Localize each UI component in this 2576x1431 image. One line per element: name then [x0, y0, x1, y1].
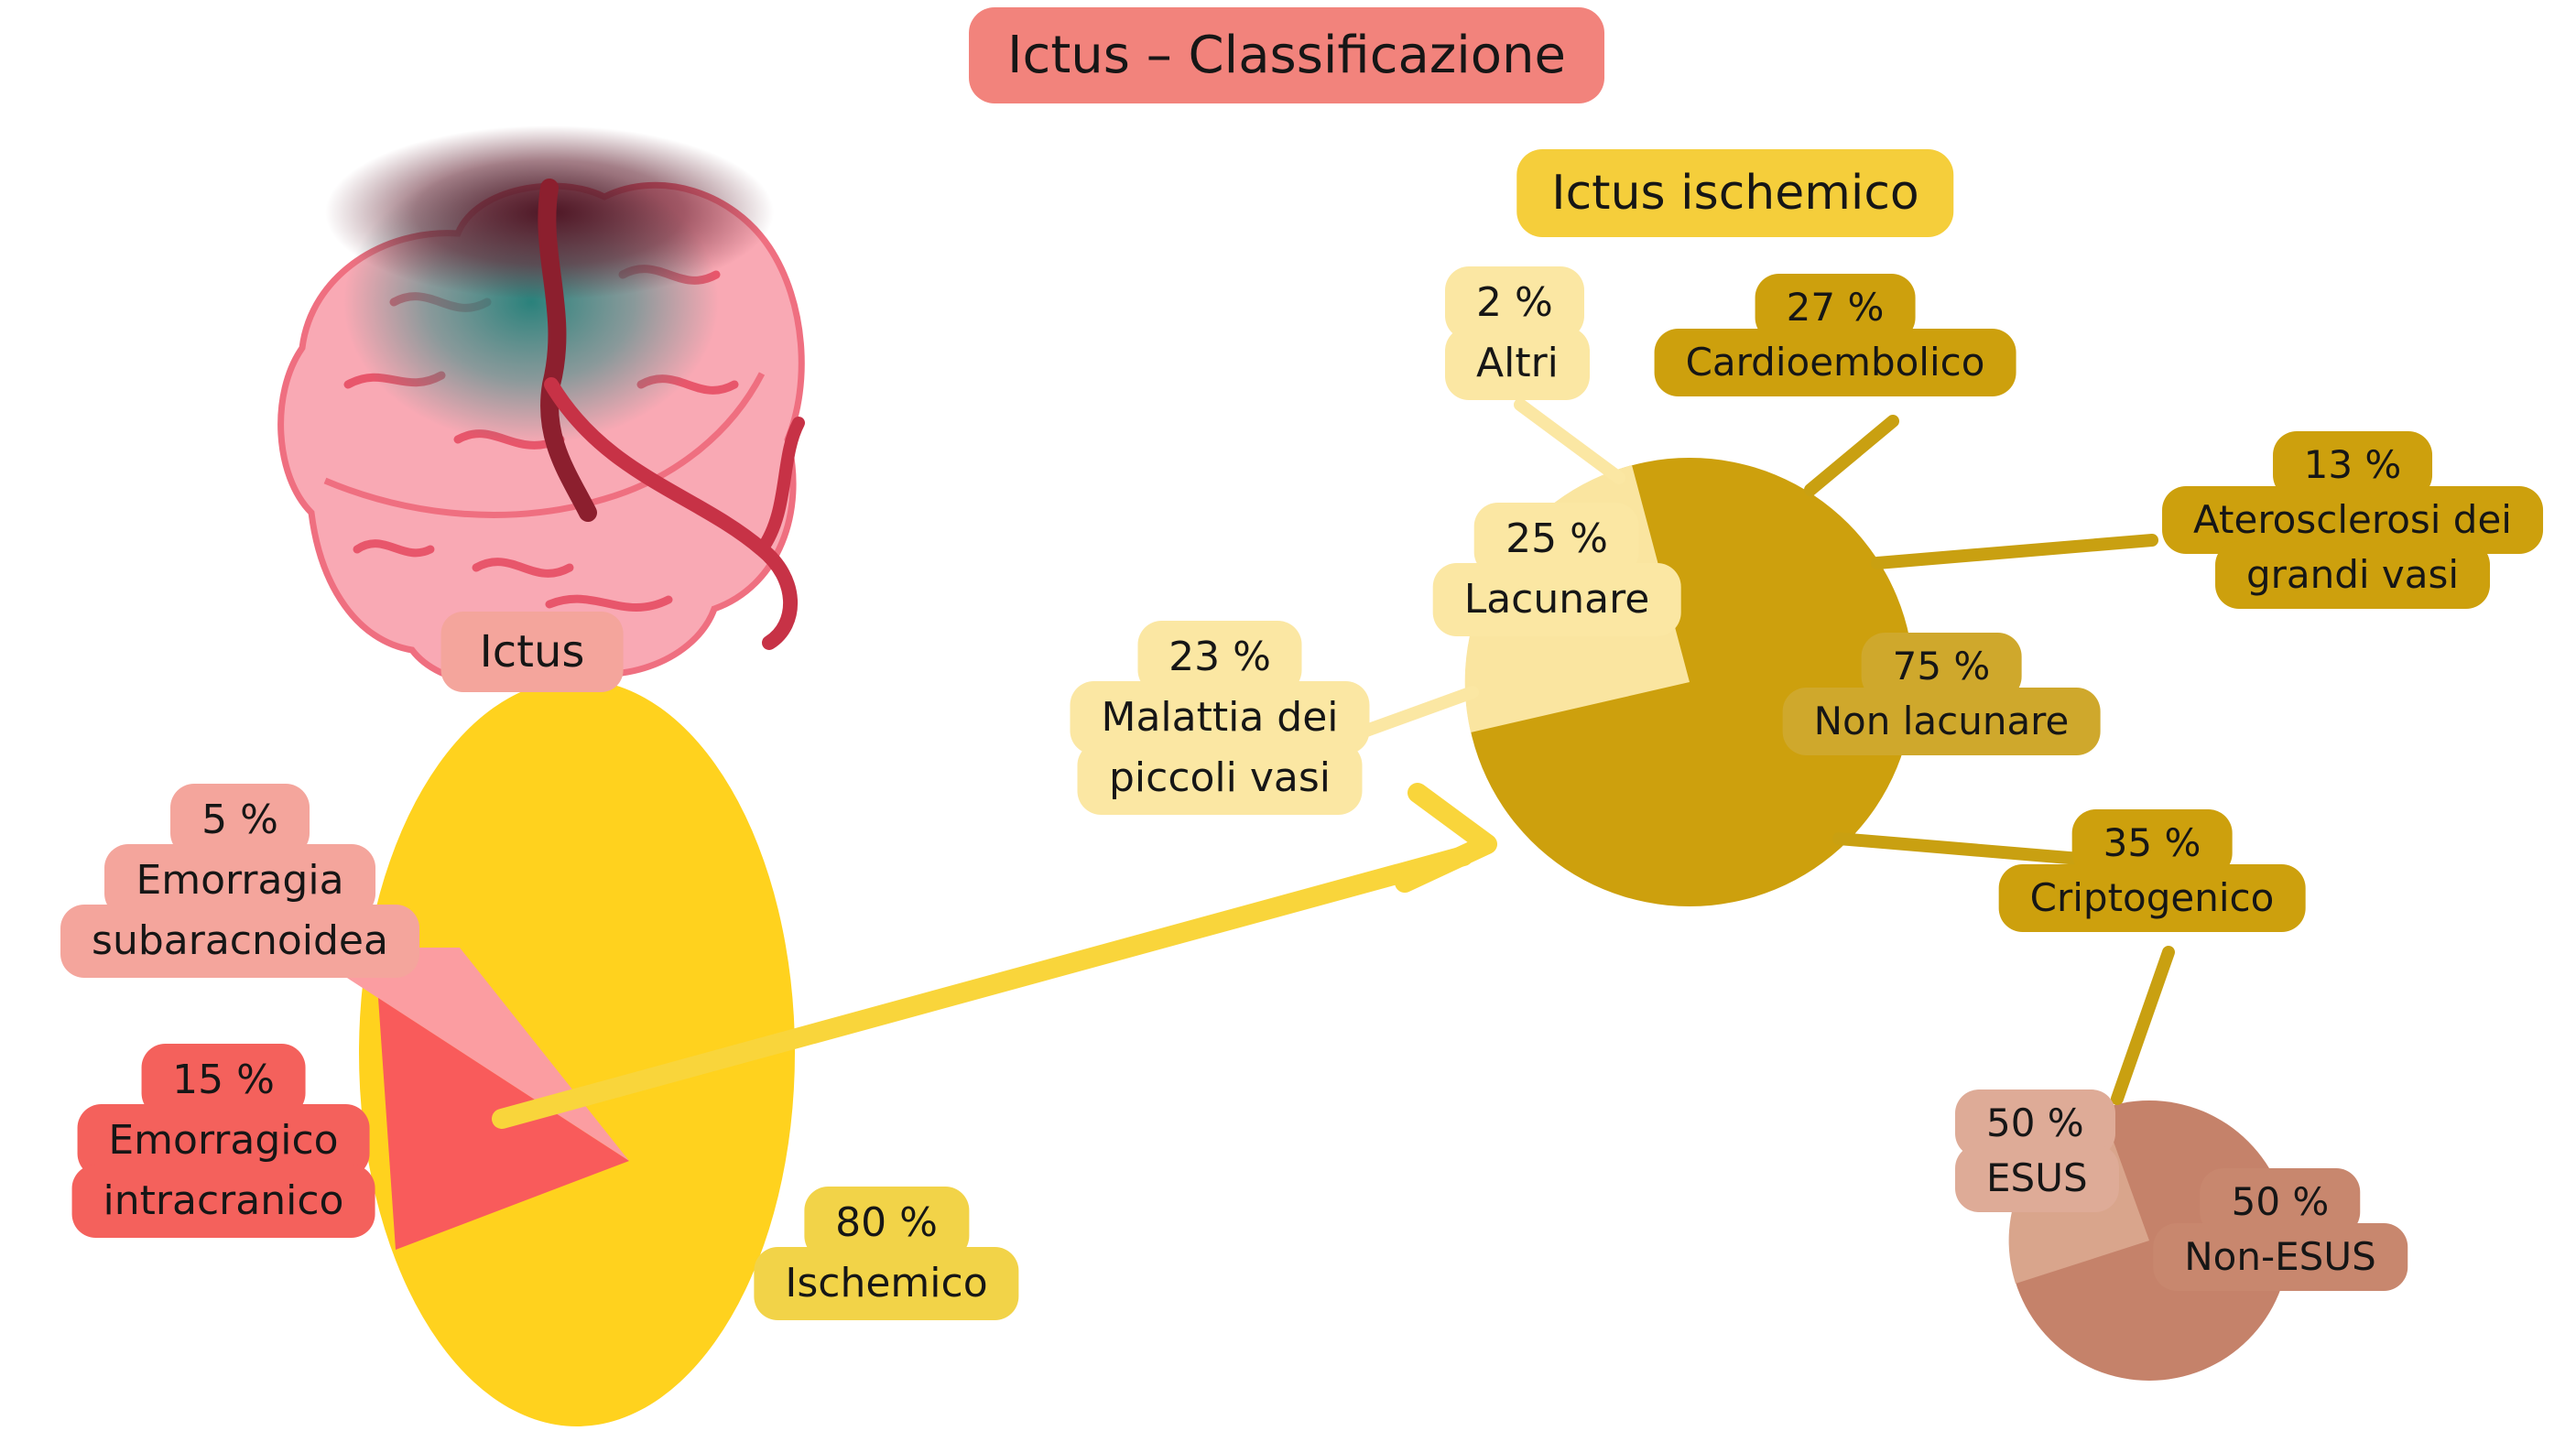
label-non-esus: 50 % Non-ESUS: [2153, 1168, 2408, 1291]
line-aterosclerosi: [1871, 534, 2158, 569]
label-text: Lacunare: [1432, 563, 1681, 636]
label-text: Criptogenico: [1998, 864, 2306, 932]
label-aterosclerosi-grandi-vasi: 13 % Aterosclerosi dei grandi vasi: [2162, 431, 2543, 609]
line-criptogenico: [1832, 832, 2108, 867]
label-emorragico-intracranico: 15 % Emorragico intracranico: [71, 1044, 375, 1238]
label-text: Cardioembolico: [1654, 329, 2016, 396]
label-text: Altri: [1445, 327, 1590, 400]
brain-illustration: [277, 125, 805, 688]
label-cardioembolico: 27 % Cardioembolico: [1654, 274, 2016, 396]
label-text: Non-ESUS: [2153, 1223, 2408, 1291]
label-text: piccoli vasi: [1077, 742, 1363, 815]
brain-artery: [544, 377, 798, 650]
label-lacunare: 25 % Lacunare: [1432, 503, 1681, 636]
line-criptogenico-to-esus: [2111, 946, 2175, 1105]
line-altri: [1514, 398, 1625, 484]
label-text: Non lacunare: [1782, 688, 2101, 755]
page-title: Ictus – Classificazione: [969, 7, 1604, 103]
label-text: subaracnoidea: [60, 905, 419, 978]
brain-label: Ictus: [440, 612, 624, 692]
brain-artery-branch: [755, 417, 805, 556]
brain-lobe-line: [323, 372, 766, 518]
label-text: Ischemico: [754, 1247, 1019, 1320]
label-malattia-piccoli-vasi: 23 % Malattia dei piccoli vasi: [1070, 621, 1370, 815]
label-esus: 50 % ESUS: [1955, 1090, 2119, 1212]
line-cardioembolico: [1804, 415, 1899, 496]
label-ischemico: 80 % Ischemico: [754, 1187, 1019, 1320]
label-non-lacunare: 75 % Non lacunare: [1782, 633, 2101, 755]
label-criptogenico: 35 % Criptogenico: [1998, 809, 2306, 932]
pie2-title: Ictus ischemico: [1516, 149, 1954, 237]
callout-lines: [1360, 398, 2175, 1105]
label-emorragia-subaracnoidea: 5 % Emorragia subaracnoidea: [60, 784, 419, 978]
line-malattia: [1360, 686, 1479, 737]
label-text: ESUS: [1955, 1144, 2119, 1212]
label-text: intracranico: [71, 1165, 375, 1238]
arrow-ischemico-to-pie: [492, 783, 1497, 1129]
label-altri: 2 % Altri: [1445, 266, 1590, 400]
pie-ictus-slice-ischemico: [359, 679, 795, 1426]
label-text: grandi vasi: [2214, 541, 2491, 609]
